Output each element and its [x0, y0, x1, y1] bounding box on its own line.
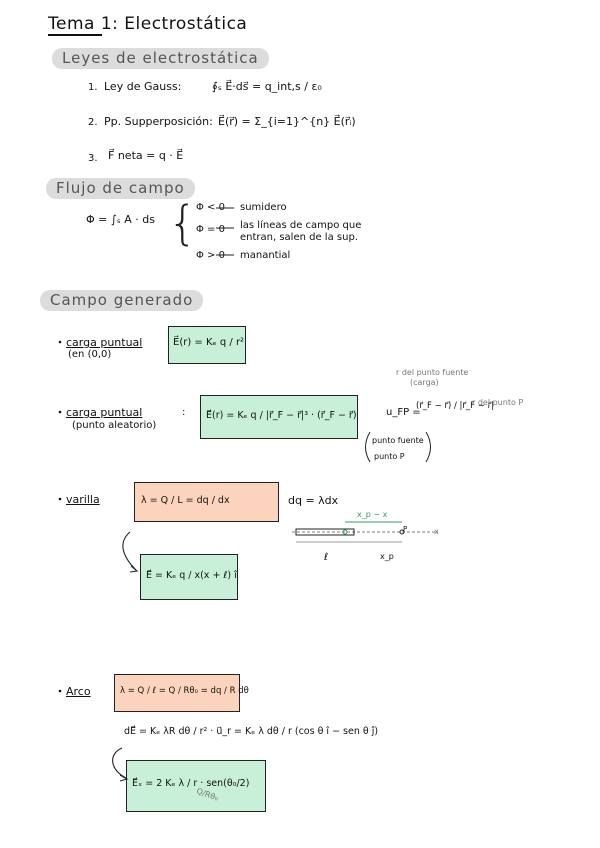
point-charge-random-label: carga puntual: [66, 406, 143, 419]
section-heading-leyes: Leyes de electrostática: [52, 48, 269, 69]
note-source-r: r del punto fuente: [396, 368, 469, 377]
arc-field-formula: E⃗ₓ = 2 Kₑ λ / r · sen(θ₀/2): [132, 778, 250, 789]
law-1-formula: ∮ₛ E⃗·ds⃗ = q_int,s / ε₀: [212, 80, 322, 93]
rod-diagram-top-label: x_p − x: [357, 510, 388, 519]
rod-diagram-axis-label: x: [434, 527, 439, 536]
point-charge-origin-sub: (en (0,0): [68, 349, 112, 360]
bullet-dot: [58, 497, 62, 501]
point-charge-random-formula-box: E⃗(r) = Kₑ q / |r⃗_F − r⃗|³ · (r⃗_F − r⃗…: [200, 395, 358, 439]
law-1-number: 1.: [88, 82, 98, 93]
arc-density-formula: λ = Q / ℓ = Q / Rθ₀ = dq / R dθ: [120, 686, 249, 696]
arc-label: Arco: [66, 685, 91, 698]
curved-arrow-icon: [112, 747, 127, 779]
law-1-label: Ley de Gauss:: [104, 80, 182, 93]
rod-label: varilla: [66, 493, 100, 506]
point-charge-random-sub: (punto aleatorio): [72, 420, 157, 431]
unit-vector-label: u_FP =: [386, 407, 421, 418]
point-charge-origin-label: carga puntual: [66, 336, 143, 349]
note-point-p: punto P: [374, 452, 405, 461]
point-p-marker: [399, 529, 405, 535]
rod-diagram-point-label: P: [403, 525, 408, 533]
colon: :: [182, 407, 186, 418]
curved-arrow-icon: [122, 531, 137, 571]
bullet-dot: [58, 410, 62, 414]
flux-case-3-cond: Φ > 0: [196, 250, 225, 261]
note-source-r-2: (carga): [410, 378, 439, 387]
law-3-number: 3.: [88, 153, 98, 164]
rod-field-box: E⃗ = Kₑ q / x(x + ℓ) î: [140, 554, 238, 600]
flux-case-2-desc2: entran, salen de la sup.: [240, 232, 358, 243]
law-2-label: Pp. Supperposición:: [104, 115, 213, 128]
point-charge-origin-formula-box: E⃗(r) = Kₑ q / r²: [168, 326, 246, 364]
flux-case-1-cond: Φ < 0: [196, 202, 225, 213]
rod-density-formula: λ = Q / L = dq / dx: [141, 495, 230, 506]
point-charge-random-formula: E⃗(r) = Kₑ q / |r⃗_F − r⃗|³ · (r⃗_F − r⃗…: [206, 410, 357, 421]
arc-field-box: E⃗ₓ = 2 Kₑ λ / r · sen(θ₀/2): [126, 760, 266, 812]
page-title: Tema 1: Electrostática: [48, 14, 248, 34]
law-3-formula: F⃗ neta = q · E⃗: [108, 149, 184, 162]
flux-case-2-cond: Φ = 0: [196, 224, 225, 235]
title-underline: [48, 34, 102, 36]
arc-differential-formula: dE⃗ = Kₑ λR dθ / r² · u⃗_r = Kₑ λ dθ / r…: [124, 726, 379, 737]
unit-vector-formula: (r⃗_F − r⃗) / |r⃗_F − r⃗|: [416, 401, 494, 411]
rod-shape: [295, 528, 355, 536]
rod-diagram-xp-label: x_p: [380, 552, 394, 561]
rod-density-box: λ = Q / L = dq / dx: [134, 482, 279, 522]
bullet-dot: [58, 689, 62, 693]
rod-differential: dq = λdx: [288, 494, 339, 507]
law-2-number: 2.: [88, 117, 98, 128]
note-point-r: r del punto P: [472, 398, 524, 407]
rod-field-formula: E⃗ = Kₑ q / x(x + ℓ) î: [146, 570, 237, 581]
note-source-point: punto fuente: [372, 436, 424, 445]
flux-formula: Φ = ∫ₛ A · ds: [86, 213, 155, 226]
brace-icon: {: [168, 196, 198, 250]
point-charge-origin-formula: E⃗(r) = Kₑ q / r²: [173, 337, 245, 348]
bullet-dot: [58, 340, 62, 344]
flux-case-1-desc: sumidero: [240, 202, 287, 213]
law-2-formula: E⃗(r⃗) = Σ_{i=1}^{n} E⃗(r⃗ᵢ): [218, 115, 356, 128]
arc-density-box: λ = Q / ℓ = Q / Rθ₀ = dq / R dθ: [114, 674, 249, 712]
rod-diagram-length-label: ℓ: [324, 552, 329, 563]
flux-case-3-desc: manantial: [240, 250, 291, 261]
section-heading-flujo: Flujo de campo: [46, 178, 195, 199]
section-heading-campo: Campo generado: [40, 290, 204, 311]
flux-case-2-desc: las líneas de campo que: [240, 220, 362, 231]
